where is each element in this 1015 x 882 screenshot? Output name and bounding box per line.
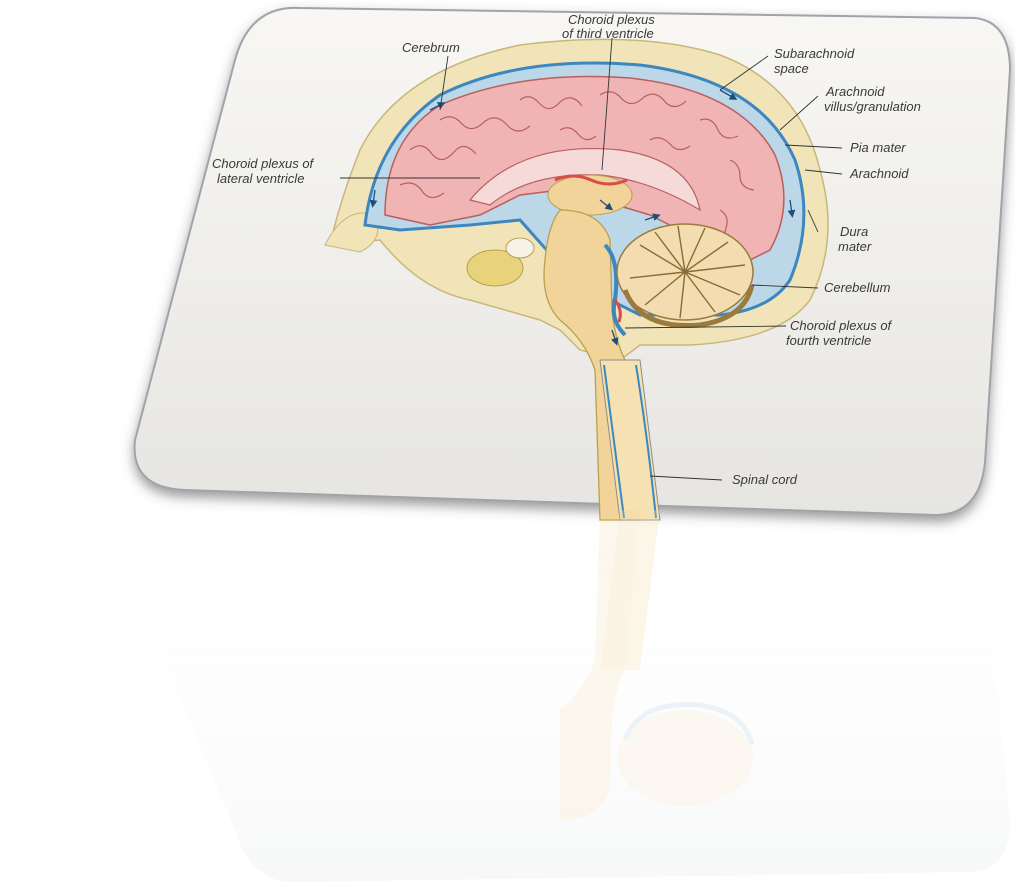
card-reflection	[0, 0, 1015, 882]
